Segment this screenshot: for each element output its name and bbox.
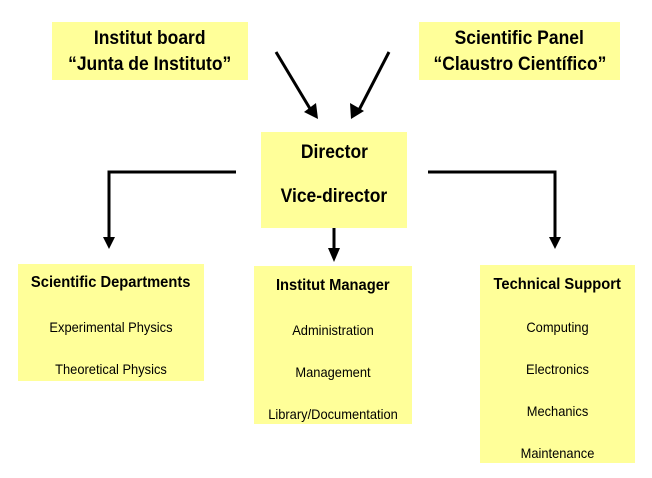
manager-item: Administration <box>292 322 374 338</box>
arrow-director-to-support <box>428 170 557 239</box>
departments-title: Scientific Departments <box>31 274 191 291</box>
arrow-board-to-director <box>274 51 314 113</box>
manager-title: Institut Manager <box>276 277 390 294</box>
support-item: Mechanics <box>526 403 589 419</box>
manager-item: Library/Documentation <box>268 406 398 422</box>
department-item: Theoretical Physics <box>55 361 167 377</box>
arrowhead-board <box>304 103 318 119</box>
scientific-departments-box: Scientific Departments Experimental Phys… <box>18 264 204 381</box>
arrowhead-departments <box>103 237 115 249</box>
arrowhead-panel <box>350 103 364 119</box>
director-label: Director <box>300 142 368 163</box>
support-title: Technical Support <box>493 276 622 293</box>
arrowhead-manager <box>328 248 340 262</box>
institut-board-title: Institut board <box>94 28 206 49</box>
manager-item: Management <box>295 364 371 380</box>
institut-manager-box: Institut Manager Administration Manageme… <box>254 266 412 424</box>
support-item: Electronics <box>526 361 589 377</box>
support-item: Computing <box>526 319 589 335</box>
arrow-panel-to-director <box>356 51 391 113</box>
technical-support-box: Technical Support Computing Electronics … <box>480 265 635 463</box>
department-item: Experimental Physics <box>49 319 173 335</box>
director-box: Director Vice-director <box>261 132 407 228</box>
arrow-director-to-departments <box>107 170 236 239</box>
vice-director-label: Vice-director <box>280 186 388 207</box>
scientific-panel-title: Scientific Panel <box>454 28 585 49</box>
arrowhead-support <box>549 237 561 249</box>
institut-board-subtitle: “Junta de Instituto” <box>68 54 232 75</box>
scientific-panel-box: Scientific Panel “Claustro Científico” <box>419 22 620 80</box>
institut-board-box: Institut board “Junta de Instituto” <box>52 22 248 80</box>
scientific-panel-subtitle: “Claustro Científico” <box>433 54 606 75</box>
support-item: Maintenance <box>520 445 595 461</box>
